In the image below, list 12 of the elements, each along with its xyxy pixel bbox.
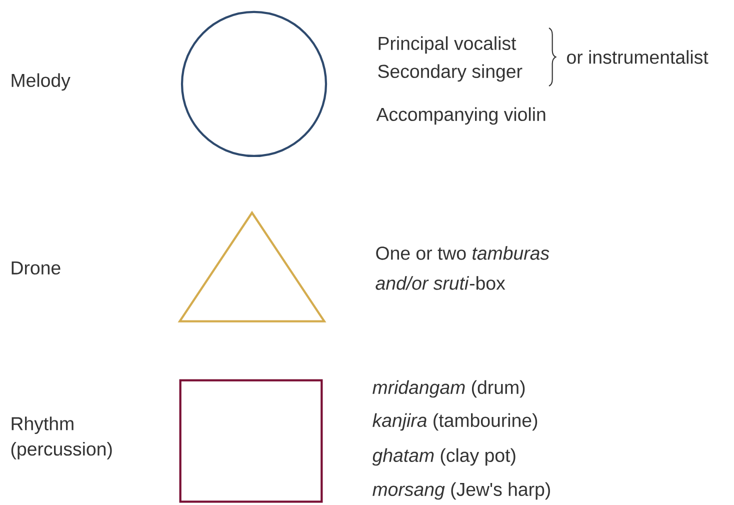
label-text: Melody — [12, 73, 70, 91]
label-text: or instrumentalist — [567, 50, 708, 64]
label-text: Accompanying violin — [376, 107, 546, 125]
label-text: morsang (Jew's harp) — [372, 482, 550, 500]
label-text: Rhythm (percussion) — [11, 416, 112, 460]
square-shape — [179, 379, 323, 503]
label-text: mridangam (drum) — [372, 380, 525, 398]
circle-shape — [180, 10, 328, 158]
label-text: Drone — [12, 261, 60, 274]
label-text: Secondary singer — [378, 64, 522, 82]
label-text: ghatam (clay pot) — [372, 448, 516, 466]
label-text: and/or sruti-box — [376, 276, 506, 290]
